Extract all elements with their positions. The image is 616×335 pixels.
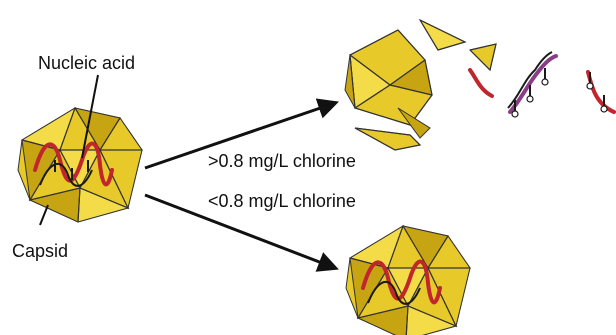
intact-virus-rna <box>33 141 114 187</box>
protected-virus-icosahedron <box>345 224 471 335</box>
released-rna-fragments <box>468 51 616 118</box>
high-chlorine-label: >0.8 mg/L chlorine <box>208 151 356 171</box>
capsid-pointer <box>39 204 49 226</box>
nucleic-acid-label: Nucleic acid <box>38 53 136 73</box>
intact-virus-icosahedron <box>17 106 143 223</box>
high-chlorine-arrow <box>144 98 339 170</box>
low-chlorine-arrow <box>144 193 339 272</box>
nucleic-acid-pointer <box>81 74 99 159</box>
capsid-label: Capsid <box>12 241 69 261</box>
fragmented-capsid <box>344 18 497 151</box>
low-chlorine-label: <0.8 mg/L chlorine <box>208 191 356 211</box>
